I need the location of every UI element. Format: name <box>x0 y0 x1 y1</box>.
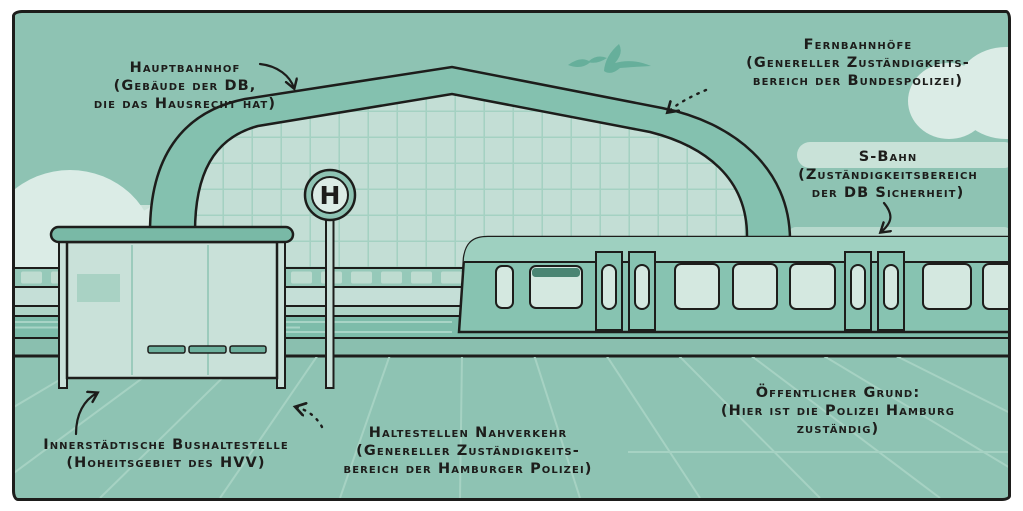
dotted-arrow-to-fernbahnhof <box>668 88 708 112</box>
train-window <box>732 263 778 310</box>
cloud <box>954 47 1008 139</box>
label-line: Haltestellen Nahverkehr <box>368 425 568 441</box>
birds <box>568 44 651 73</box>
train-window <box>922 263 972 310</box>
bus-stop-sign: H <box>303 168 357 389</box>
label-line: (Hier ist die Polizei Hamburg <box>720 403 956 419</box>
train-window <box>674 263 720 310</box>
shelter-roof <box>49 225 295 244</box>
label-line: bereich der Bundespolizei) <box>752 73 964 89</box>
door-pair <box>844 251 905 331</box>
door-window <box>601 264 617 310</box>
destination-display <box>532 268 580 277</box>
label-oeffentlicher-grund: Öffentlicher Grund: (Hier ist die Polize… <box>673 384 1003 438</box>
shelter-poster <box>77 274 120 302</box>
train-window <box>789 263 836 310</box>
bus-shelter <box>49 225 295 389</box>
bench-slat <box>188 345 227 354</box>
scene-drawing: H <box>15 44 1008 498</box>
arrow-to-arch <box>258 62 294 88</box>
cab-side-window <box>495 265 514 309</box>
door-window <box>883 264 899 310</box>
label-line: S-Bahn <box>858 149 918 165</box>
sign-pole <box>325 219 335 389</box>
label-fernbahnhoefe: Fernbahnhöfe (Genereller Zuständigkeits-… <box>698 36 1008 90</box>
bird-icon <box>568 56 607 67</box>
label-line: der DB Sicherheit) <box>811 185 965 201</box>
station-scene: H <box>12 10 1011 501</box>
label-line: bereich der Hamburger Polizei) <box>343 461 593 477</box>
label-line: Fernbahnhöfe <box>803 37 913 53</box>
label-line: zuständig) <box>796 421 880 437</box>
train-window <box>982 263 1008 310</box>
sbahn-train <box>457 235 1008 334</box>
label-line: (Zuständigkeitsbereich <box>798 167 978 183</box>
label-line: Hauptbahnhof <box>129 60 241 76</box>
annotation-arrows <box>74 62 890 436</box>
label-line: (Hoheitsgebiet des HVV) <box>66 455 266 471</box>
label-nahverkehr: Haltestellen Nahverkehr (Genereller Zust… <box>308 424 628 478</box>
label-line: (Gebäude der DB, <box>113 78 257 94</box>
door-window <box>850 264 866 310</box>
h-sign-letter: H <box>320 181 341 210</box>
door-pair <box>595 251 656 331</box>
label-line: Innerstädtische Bushaltestelle <box>43 437 289 453</box>
arrow-to-shelter <box>74 393 97 436</box>
dotted-arrow-to-stop <box>296 407 324 429</box>
label-hauptbahnhof: Hauptbahnhof (Gebäude der DB, die das Ha… <box>25 59 345 113</box>
label-sbahn: S-Bahn (Zuständigkeitsbereich der DB Sic… <box>758 148 1008 202</box>
label-bushaltestelle: Innerstädtische Bushaltestelle (Hoheitsg… <box>15 436 317 472</box>
label-line: die das Hausrecht hat) <box>93 96 277 112</box>
label-line: Öffentlicher Grund: <box>755 385 921 401</box>
cloud-band <box>797 142 1008 168</box>
shelter-glass-wall <box>65 240 279 380</box>
label-line: (Genereller Zuständigkeits- <box>356 443 580 459</box>
label-line: (Genereller Zuständigkeits- <box>746 55 970 71</box>
bench-slat <box>229 345 267 354</box>
bird-icon <box>604 44 651 73</box>
door-window <box>634 264 650 310</box>
h-sign-inner-disc <box>311 176 349 214</box>
bench-slat <box>147 345 186 354</box>
arrow-to-train <box>881 201 890 232</box>
train-roof-band <box>459 237 1008 262</box>
